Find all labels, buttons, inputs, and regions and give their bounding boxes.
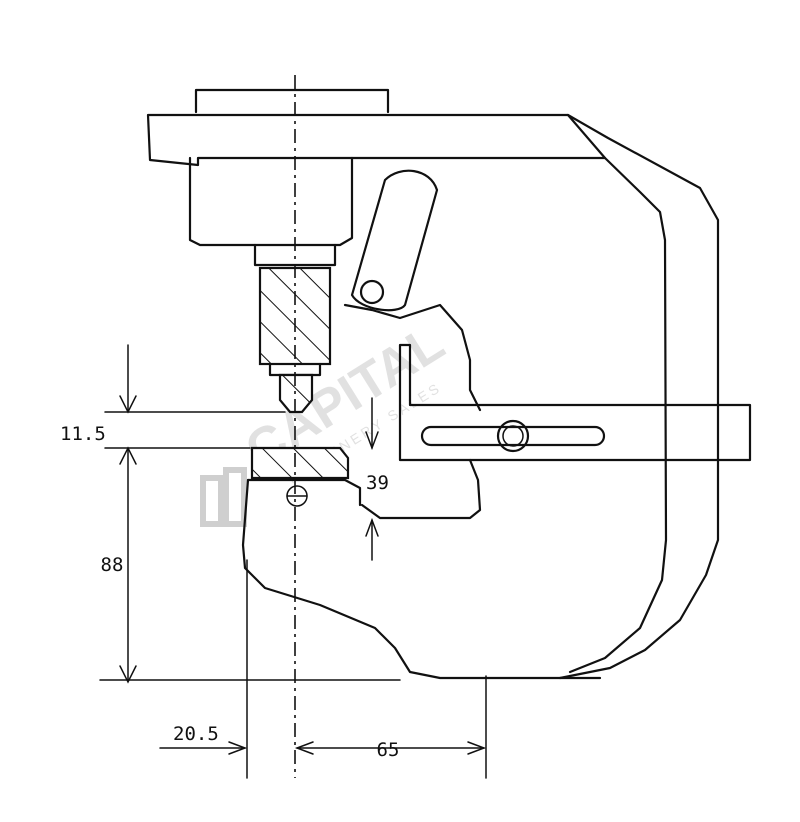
stripper-guide bbox=[398, 343, 752, 462]
dimension-label-65: 65 bbox=[377, 739, 400, 761]
c-frame-body bbox=[241, 113, 720, 680]
dimension-lines bbox=[99, 344, 487, 779]
dimension-label-39: 39 bbox=[366, 472, 389, 494]
die-block bbox=[250, 446, 350, 507]
pivot-link bbox=[350, 169, 439, 312]
pivot-pin-icon bbox=[359, 279, 385, 305]
dimension-label-20-5: 20.5 bbox=[173, 723, 219, 745]
watermark-logo bbox=[200, 467, 247, 527]
press-head bbox=[146, 88, 607, 247]
adjust-bolt-icon bbox=[496, 419, 530, 453]
dimension-label-11-5: 11.5 bbox=[60, 423, 106, 445]
dimension-label-88: 88 bbox=[101, 554, 124, 576]
